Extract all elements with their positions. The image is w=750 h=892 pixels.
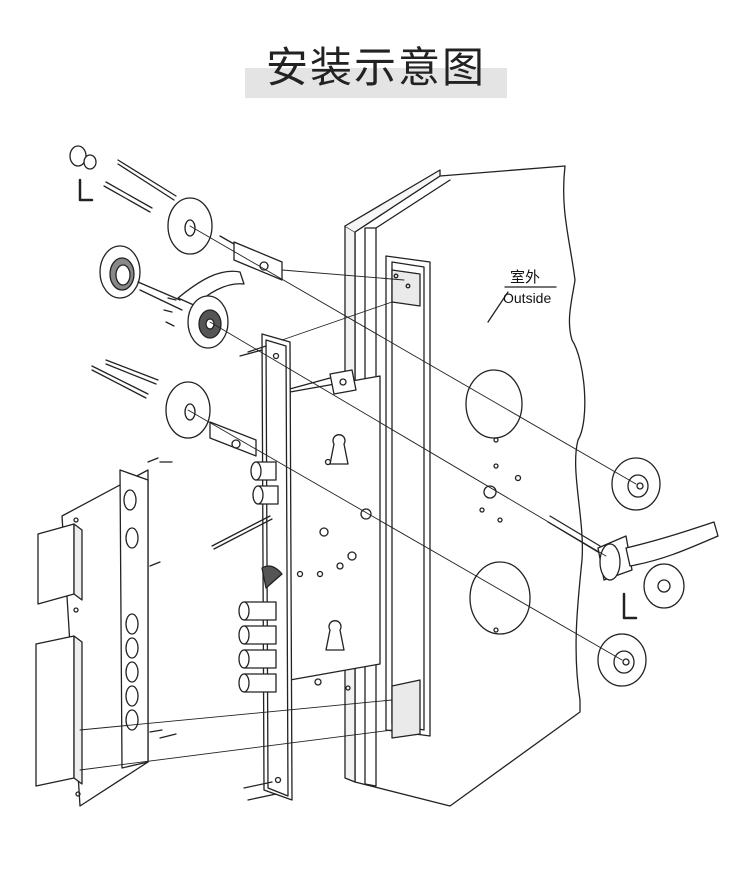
- mortise-lock-body: [285, 369, 381, 691]
- thumb-turn-knob: [69, 145, 97, 170]
- latch-bolts: [238, 461, 283, 693]
- strike-plate-assembly: [35, 457, 177, 807]
- cylinder-upper: [219, 235, 283, 281]
- spindle-screw: [211, 515, 273, 550]
- allen-key-outside: [622, 592, 638, 620]
- inside-handle-assembly: [99, 245, 245, 349]
- title-block: 安装示意图: [245, 38, 507, 100]
- lower-screws: [91, 359, 159, 399]
- outside-label-en: Outside: [503, 290, 551, 306]
- page-title: 安装示意图: [265, 43, 486, 92]
- door-panel: [344, 165, 586, 807]
- cylinder-lower: [209, 421, 257, 457]
- escutcheon-outside-middle: [643, 563, 685, 609]
- title-underline-band: [245, 68, 507, 98]
- outside-handle: [547, 515, 719, 581]
- alignment-lines: [79, 225, 637, 771]
- allen-key-upper: [78, 178, 94, 202]
- upper-screws: [103, 159, 177, 213]
- outside-label-cn: 室外: [510, 268, 540, 286]
